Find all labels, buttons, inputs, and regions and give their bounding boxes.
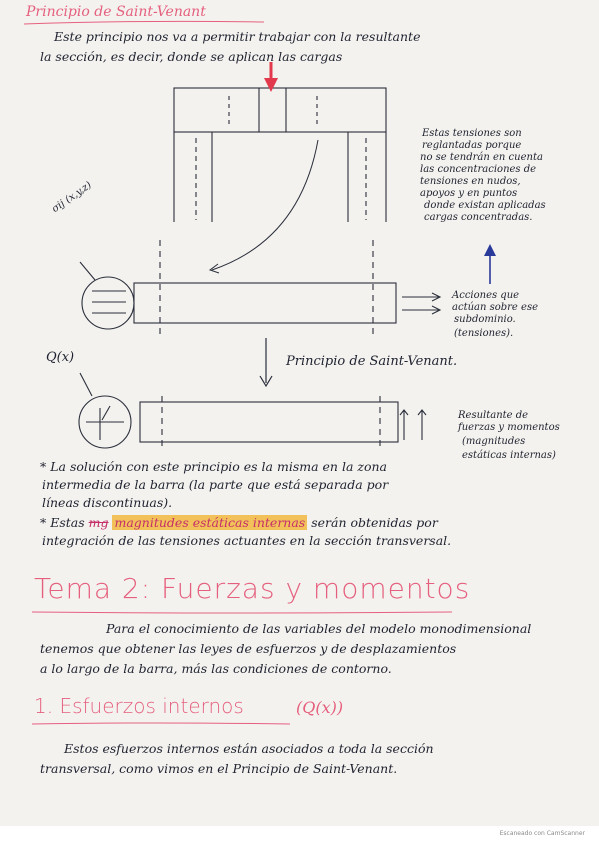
note-top-7: donde existan aplicadas [424,200,546,211]
note-top-3: no se tendrán en cuenta [420,152,543,163]
q-label: Q(x) [46,350,75,365]
section-title: 1. Esfuerzos internos [34,694,244,718]
intro-line-1: Este principio nos va a permitir trabaja… [54,29,421,44]
tema-title: Tema 2: Fuerzas y momentos [34,572,471,605]
note-result-2: fuerzas y momentos [458,422,560,433]
section-body-2: transversal, como vimos en el Principio … [40,761,398,776]
beam-resultants [78,372,427,449]
footer-text: Escaneado con CamScanner [499,830,585,837]
note-result-1: Resultante de [458,410,529,421]
bullet2-line-1: * Estas mg magnitudes estáticas internas… [40,514,438,531]
bullet1-line-2: intermedia de la barra (la parte que est… [42,477,389,492]
beam-tensions [79,240,442,338]
note-top-5: tensiones en nudos, [420,176,521,187]
section-underline [31,722,291,725]
principle-arrow [259,338,273,388]
leader-arrow [211,139,319,271]
note-top-2: reglantadas porque [422,140,522,151]
note-actions-4: (tensiones). [454,328,514,339]
heading-underline [23,20,265,25]
bullet1-line-1: * La solución con este principio es la m… [40,459,387,474]
note-result-3: (magnitudes [462,436,526,447]
tema-body-2: tenemos que obtener las leyes de esfuerz… [40,641,457,656]
footer-bar: Escaneado con CamScanner [0,826,599,848]
intro-line-2: la sección, es decir, donde se aplican l… [40,49,343,64]
bullet1-line-3: líneas discontinuas). [42,495,173,510]
note-actions-1: Acciones que [452,290,520,301]
bullet2-line-2: integración de las tensiones actuantes e… [42,533,452,548]
page-heading: Principio de Saint-Venant [26,4,206,20]
blue-up-arrow [484,244,496,284]
bullet2-struck: mg [88,515,109,530]
section-symbol: (Q(x)) [296,698,344,717]
note-top-1: Estas tensiones son [422,128,522,139]
bullet2-prefix: * Estas [40,515,85,530]
note-top-4: las concentraciones de [420,164,537,175]
bullet2-suffix: serán obtenidas por [311,515,438,530]
note-actions-2: actúan sobre ese [452,302,539,313]
tema-body-3: a lo largo de la barra, más las condicio… [40,661,392,676]
note-actions-3: subdominio. [454,314,516,325]
tema-underline [31,611,453,614]
note-top-6: apoyos y en puntos [420,188,518,199]
load-arrow [264,62,278,92]
note-top-8: cargas concentradas. [424,212,533,223]
portal-frame [173,87,387,222]
bullet2-highlight: magnitudes estáticas internas [112,515,308,530]
note-result-4: estáticas internas) [462,450,556,461]
section-body-1: Estos esfuerzos internos están asociados… [64,741,434,756]
tema-body-1: Para el conocimiento de las variables de… [106,621,532,636]
principle-label: Principio de Saint-Venant. [286,354,458,369]
